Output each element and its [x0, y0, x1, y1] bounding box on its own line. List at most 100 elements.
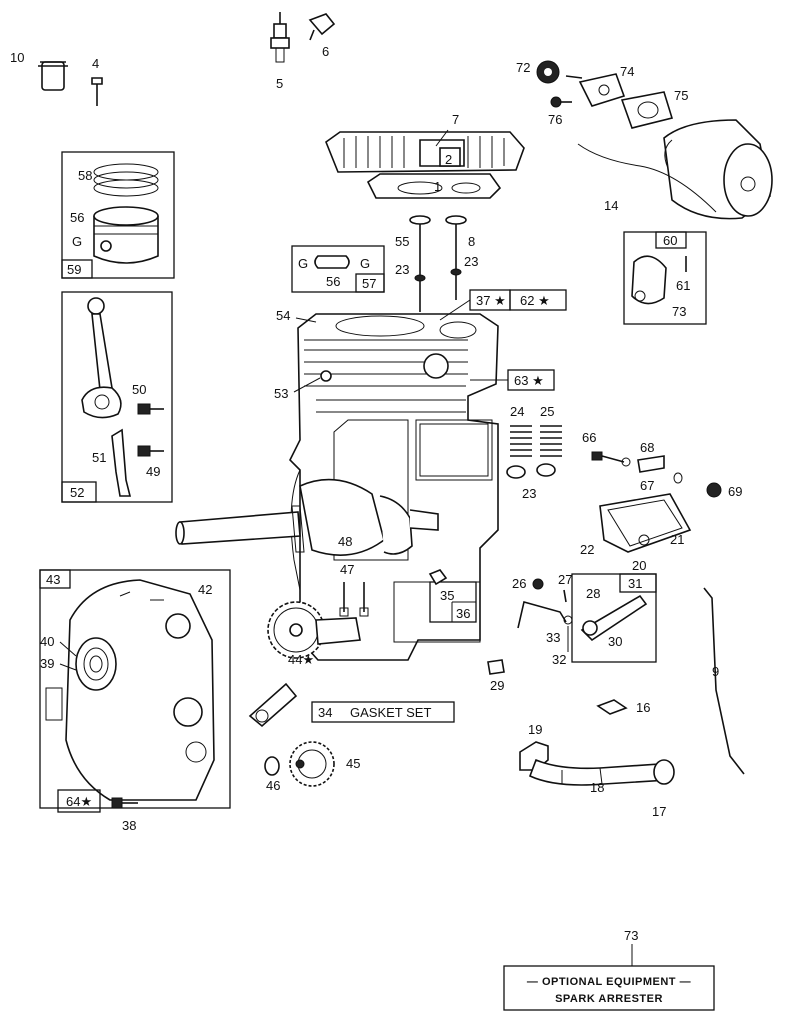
callout-2: 2 — [445, 152, 452, 167]
callout-g-clip-a: G — [72, 234, 82, 249]
callout-36: 36 — [456, 606, 470, 621]
callout-5: 5 — [276, 76, 283, 91]
part-5-spark-plug — [270, 12, 290, 63]
callout-26: 26 — [512, 576, 526, 591]
callout-43: 43 — [46, 572, 60, 587]
part-50-bolt — [137, 403, 164, 415]
callout-51: 51 — [92, 450, 106, 465]
callout-20: 20 — [632, 558, 646, 573]
callout-56b: 56 — [326, 274, 340, 289]
callout-23c: 23 — [522, 486, 536, 501]
part-48-crankshaft — [175, 478, 439, 556]
callout-73a: 73 — [672, 304, 686, 319]
frame-62 — [509, 289, 567, 311]
part-32-governor-shaft — [517, 601, 573, 629]
part-67-washer — [673, 472, 683, 484]
part-24-valve-spring — [510, 425, 532, 457]
callout-62: 62 ★ — [520, 293, 550, 308]
callout-14: 14 — [604, 198, 618, 213]
part-23-retainer-a — [506, 465, 526, 479]
frame-52-tag — [61, 481, 97, 503]
callout-63: 63 ★ — [514, 373, 544, 388]
part-8-valve — [445, 215, 467, 300]
part-76-screw — [550, 96, 572, 108]
callout-23a: 23 — [395, 262, 409, 277]
callout-8: 8 — [468, 234, 475, 249]
callout-72: 72 — [516, 60, 530, 75]
part-14-wire — [577, 143, 717, 213]
callout-4: 4 — [92, 56, 99, 71]
callout-17: 17 — [652, 804, 666, 819]
part-connecting-rod — [81, 297, 122, 419]
part-piston-pin — [314, 255, 350, 269]
callout-74: 74 — [620, 64, 634, 79]
part-crankcase-cover — [45, 579, 215, 801]
callout-18: 18 — [590, 780, 604, 795]
callout-9: 9 — [712, 664, 719, 679]
callout-49: 49 — [146, 464, 160, 479]
part-piston — [93, 206, 159, 264]
part-74-plate — [565, 73, 626, 107]
frame-60-tag — [655, 231, 687, 249]
part-23-retainer-b — [536, 463, 556, 477]
frame-43-crankcase-cover — [39, 569, 231, 809]
callout-31: 31 — [628, 576, 642, 591]
callout-6: 6 — [322, 44, 329, 59]
callout-45: 45 — [346, 756, 360, 771]
part-69-nut — [706, 482, 722, 498]
part-75-gasket — [620, 91, 674, 129]
callout-66: 66 — [582, 430, 596, 445]
part-breather-cover — [599, 493, 692, 553]
callout-35: 35 — [440, 588, 454, 603]
part-45-governor-gear — [289, 741, 335, 787]
part-18-tube — [528, 758, 670, 786]
callout-76: 76 — [548, 112, 562, 127]
callout-32: 32 — [552, 652, 566, 667]
part-27-pin — [563, 589, 567, 603]
frame-59-piston-assembly — [61, 151, 175, 279]
callout-10: 10 — [10, 50, 24, 65]
callout-60: 60 — [663, 233, 677, 248]
legend-line-2: SPARK ARRESTER — [555, 993, 663, 1005]
frame-59-tag — [61, 259, 93, 279]
callout-38: 38 — [122, 818, 136, 833]
callout-28: 28 — [586, 586, 600, 601]
callout-22: 22 — [580, 542, 594, 557]
callout-58: 58 — [78, 168, 92, 183]
part-58-piston-rings — [93, 163, 159, 197]
callout-1: 1 — [434, 179, 441, 194]
part-49-bolt — [137, 445, 164, 457]
callout-59: 59 — [67, 262, 81, 277]
callout-34: 34 — [318, 705, 332, 720]
part-26-nut — [532, 578, 544, 590]
part-muffler — [663, 119, 773, 220]
part-1-head-gasket — [366, 173, 502, 199]
callout-48: 48 — [338, 534, 352, 549]
frame-64 — [57, 789, 101, 813]
part-governor-gear-assembly — [248, 682, 298, 728]
callout-50: 50 — [132, 382, 146, 397]
part-6-spark-cap — [308, 13, 336, 41]
part-66-screw — [591, 451, 631, 467]
callout-g-clip-b1: G — [298, 256, 308, 271]
part-35-part — [428, 569, 448, 586]
part-51-dipper — [111, 428, 132, 497]
callout-61: 61 — [676, 278, 690, 293]
callout-29: 29 — [490, 678, 504, 693]
frame-43-tag — [39, 569, 71, 589]
callout-57: 57 — [362, 276, 376, 291]
frame-31-tag — [619, 573, 657, 593]
callout-37: 37 ★ — [476, 293, 506, 308]
callout-55: 55 — [395, 234, 409, 249]
part-7-cylinder-head — [325, 131, 525, 173]
part-28-lever — [580, 594, 648, 642]
callout-40: 40 — [40, 634, 54, 649]
callout-68: 68 — [640, 440, 654, 455]
part-38-screw — [111, 797, 138, 809]
callout-54: 54 — [276, 308, 290, 323]
part-9-governor-link — [703, 587, 745, 775]
part-cylinder-block — [289, 313, 499, 661]
callout-75: 75 — [674, 88, 688, 103]
part-53-plug — [320, 370, 332, 382]
callout-21: 21 — [670, 532, 684, 547]
